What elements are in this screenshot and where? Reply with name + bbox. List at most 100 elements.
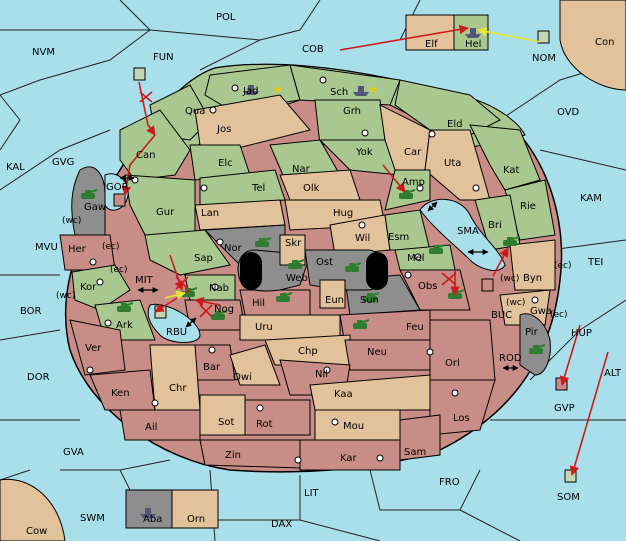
sea-label-cob: COB bbox=[302, 44, 324, 55]
coast-tags: (wc) (ec) (ec) (wc) (wc) (ec) (wc) (ec) bbox=[56, 216, 572, 320]
tank-icon[interactable] bbox=[363, 292, 380, 302]
ship-icon[interactable] bbox=[353, 86, 369, 96]
region-ail[interactable] bbox=[119, 409, 201, 441]
land-label-elf: Elf bbox=[425, 39, 438, 50]
land-label-hug: Hug bbox=[333, 208, 353, 219]
land-label-ail: Ail bbox=[145, 422, 157, 433]
region-ver[interactable] bbox=[69, 319, 126, 376]
sea-label-dax: DAX bbox=[271, 519, 292, 530]
ship-icon[interactable] bbox=[140, 508, 156, 518]
provinces bbox=[59, 64, 556, 471]
land-label-qua: Qua bbox=[185, 106, 205, 117]
region-jos[interactable] bbox=[194, 94, 311, 151]
fleet-marker[interactable] bbox=[564, 469, 577, 483]
region-neu[interactable] bbox=[344, 339, 431, 371]
land-label-skr: Skr bbox=[285, 238, 302, 249]
support-arrows bbox=[164, 26, 541, 300]
ship-icon[interactable] bbox=[243, 85, 259, 95]
adjacency-arrows bbox=[119, 175, 519, 371]
fleet-marker[interactable] bbox=[133, 67, 146, 81]
tank-icon[interactable] bbox=[288, 259, 305, 269]
region-can[interactable] bbox=[119, 109, 191, 181]
land-label-amp: Amp bbox=[402, 177, 425, 188]
tank-icon[interactable] bbox=[276, 292, 293, 302]
sea-label-buc: BUC bbox=[491, 310, 512, 321]
coast-tag: (ec) bbox=[550, 310, 568, 320]
region-kat[interactable] bbox=[469, 124, 541, 191]
region-pir[interactable] bbox=[519, 313, 551, 376]
supply-center-dot bbox=[451, 389, 459, 397]
land-label-kar: Kar bbox=[340, 453, 358, 464]
land-label-kat: Kat bbox=[503, 165, 520, 176]
tank-icon[interactable] bbox=[117, 302, 134, 312]
coast-tag: (ec) bbox=[554, 261, 572, 271]
coast-tag: (ec) bbox=[110, 265, 128, 275]
region-chr[interactable] bbox=[149, 344, 201, 411]
land-label-aba: Aba bbox=[143, 514, 162, 525]
region-rot[interactable] bbox=[244, 399, 311, 436]
tank-icon[interactable] bbox=[529, 344, 546, 354]
land-label-los: Los bbox=[453, 413, 470, 424]
region-byn[interactable] bbox=[509, 239, 556, 291]
land-label-elc: Elc bbox=[218, 158, 233, 169]
sea-labels: POL NVM FUN COB NOM Con OVD KAL GVG GOR … bbox=[6, 12, 622, 537]
tank-icon[interactable] bbox=[255, 237, 272, 247]
region-eun[interactable] bbox=[319, 279, 346, 309]
sea-label-pol: POL bbox=[216, 12, 236, 23]
tank-icon[interactable] bbox=[81, 189, 98, 199]
supply-center-dot bbox=[358, 221, 366, 229]
sea-label-fun: FUN bbox=[153, 52, 174, 63]
tank-icon[interactable] bbox=[429, 244, 446, 254]
sea-label-alt: ALT bbox=[604, 368, 622, 379]
region-kor[interactable] bbox=[71, 264, 131, 311]
fleet-marker[interactable] bbox=[113, 193, 126, 207]
region-hil[interactable] bbox=[239, 289, 311, 316]
supply-center-dot bbox=[404, 271, 412, 279]
land-label-hil: Hil bbox=[252, 298, 265, 309]
land-label-hel: Hel bbox=[465, 39, 481, 50]
sea-label-nvm: NVM bbox=[32, 47, 55, 58]
fleet-marker[interactable] bbox=[537, 30, 550, 44]
land-label-ver: Ver bbox=[85, 343, 102, 354]
region-zin[interactable] bbox=[199, 439, 301, 469]
bounce-markers bbox=[139, 91, 457, 318]
ship-icon[interactable] bbox=[465, 28, 481, 38]
coast-tag: (ec) bbox=[102, 242, 120, 252]
fleet-marker[interactable] bbox=[481, 278, 494, 292]
supply-center-dot bbox=[104, 319, 112, 327]
region-mel[interactable] bbox=[394, 244, 456, 271]
tank-icon[interactable] bbox=[211, 310, 228, 320]
region-sch[interactable] bbox=[289, 64, 401, 106]
region-orl[interactable] bbox=[429, 319, 496, 381]
capital-left-marker bbox=[240, 252, 262, 290]
sea-label-gvg: GVG bbox=[52, 157, 74, 168]
land-label-sam: Sam bbox=[404, 447, 426, 458]
region-sot[interactable] bbox=[199, 394, 246, 436]
tank-icon[interactable] bbox=[353, 319, 370, 329]
region-sap[interactable] bbox=[144, 229, 231, 276]
land-label-mou: Mou bbox=[343, 421, 364, 432]
region-orn[interactable] bbox=[171, 489, 219, 529]
land-label-jad: Jad bbox=[242, 86, 258, 97]
land-label-ken: Ken bbox=[111, 388, 130, 399]
land-label-rie: Rie bbox=[520, 201, 536, 212]
land-label-sch: Sch bbox=[330, 87, 348, 98]
land-label-lan: Lan bbox=[201, 208, 219, 219]
land-label-nil: Nil bbox=[315, 369, 328, 380]
red-x-marker bbox=[199, 304, 213, 318]
region-qwi[interactable] bbox=[229, 344, 281, 386]
supply-center-dot bbox=[416, 184, 424, 192]
supply-center-dot bbox=[89, 258, 97, 266]
supply-center-dot bbox=[216, 238, 224, 246]
sea-label-mit: MIT bbox=[135, 275, 154, 286]
land-label-chp: Chp bbox=[298, 346, 318, 357]
tank-icon[interactable] bbox=[345, 262, 362, 272]
sea-label-sma: SMA bbox=[457, 226, 479, 237]
region-obs[interactable] bbox=[399, 269, 471, 311]
coast-tag: (wc) bbox=[500, 274, 519, 284]
star-icon: ★ bbox=[273, 83, 283, 96]
tank-icon[interactable] bbox=[503, 236, 520, 246]
tank-icon[interactable] bbox=[399, 189, 416, 199]
sea-label-swm: SWM bbox=[80, 513, 105, 524]
land-label-eld: Eld bbox=[447, 119, 462, 130]
